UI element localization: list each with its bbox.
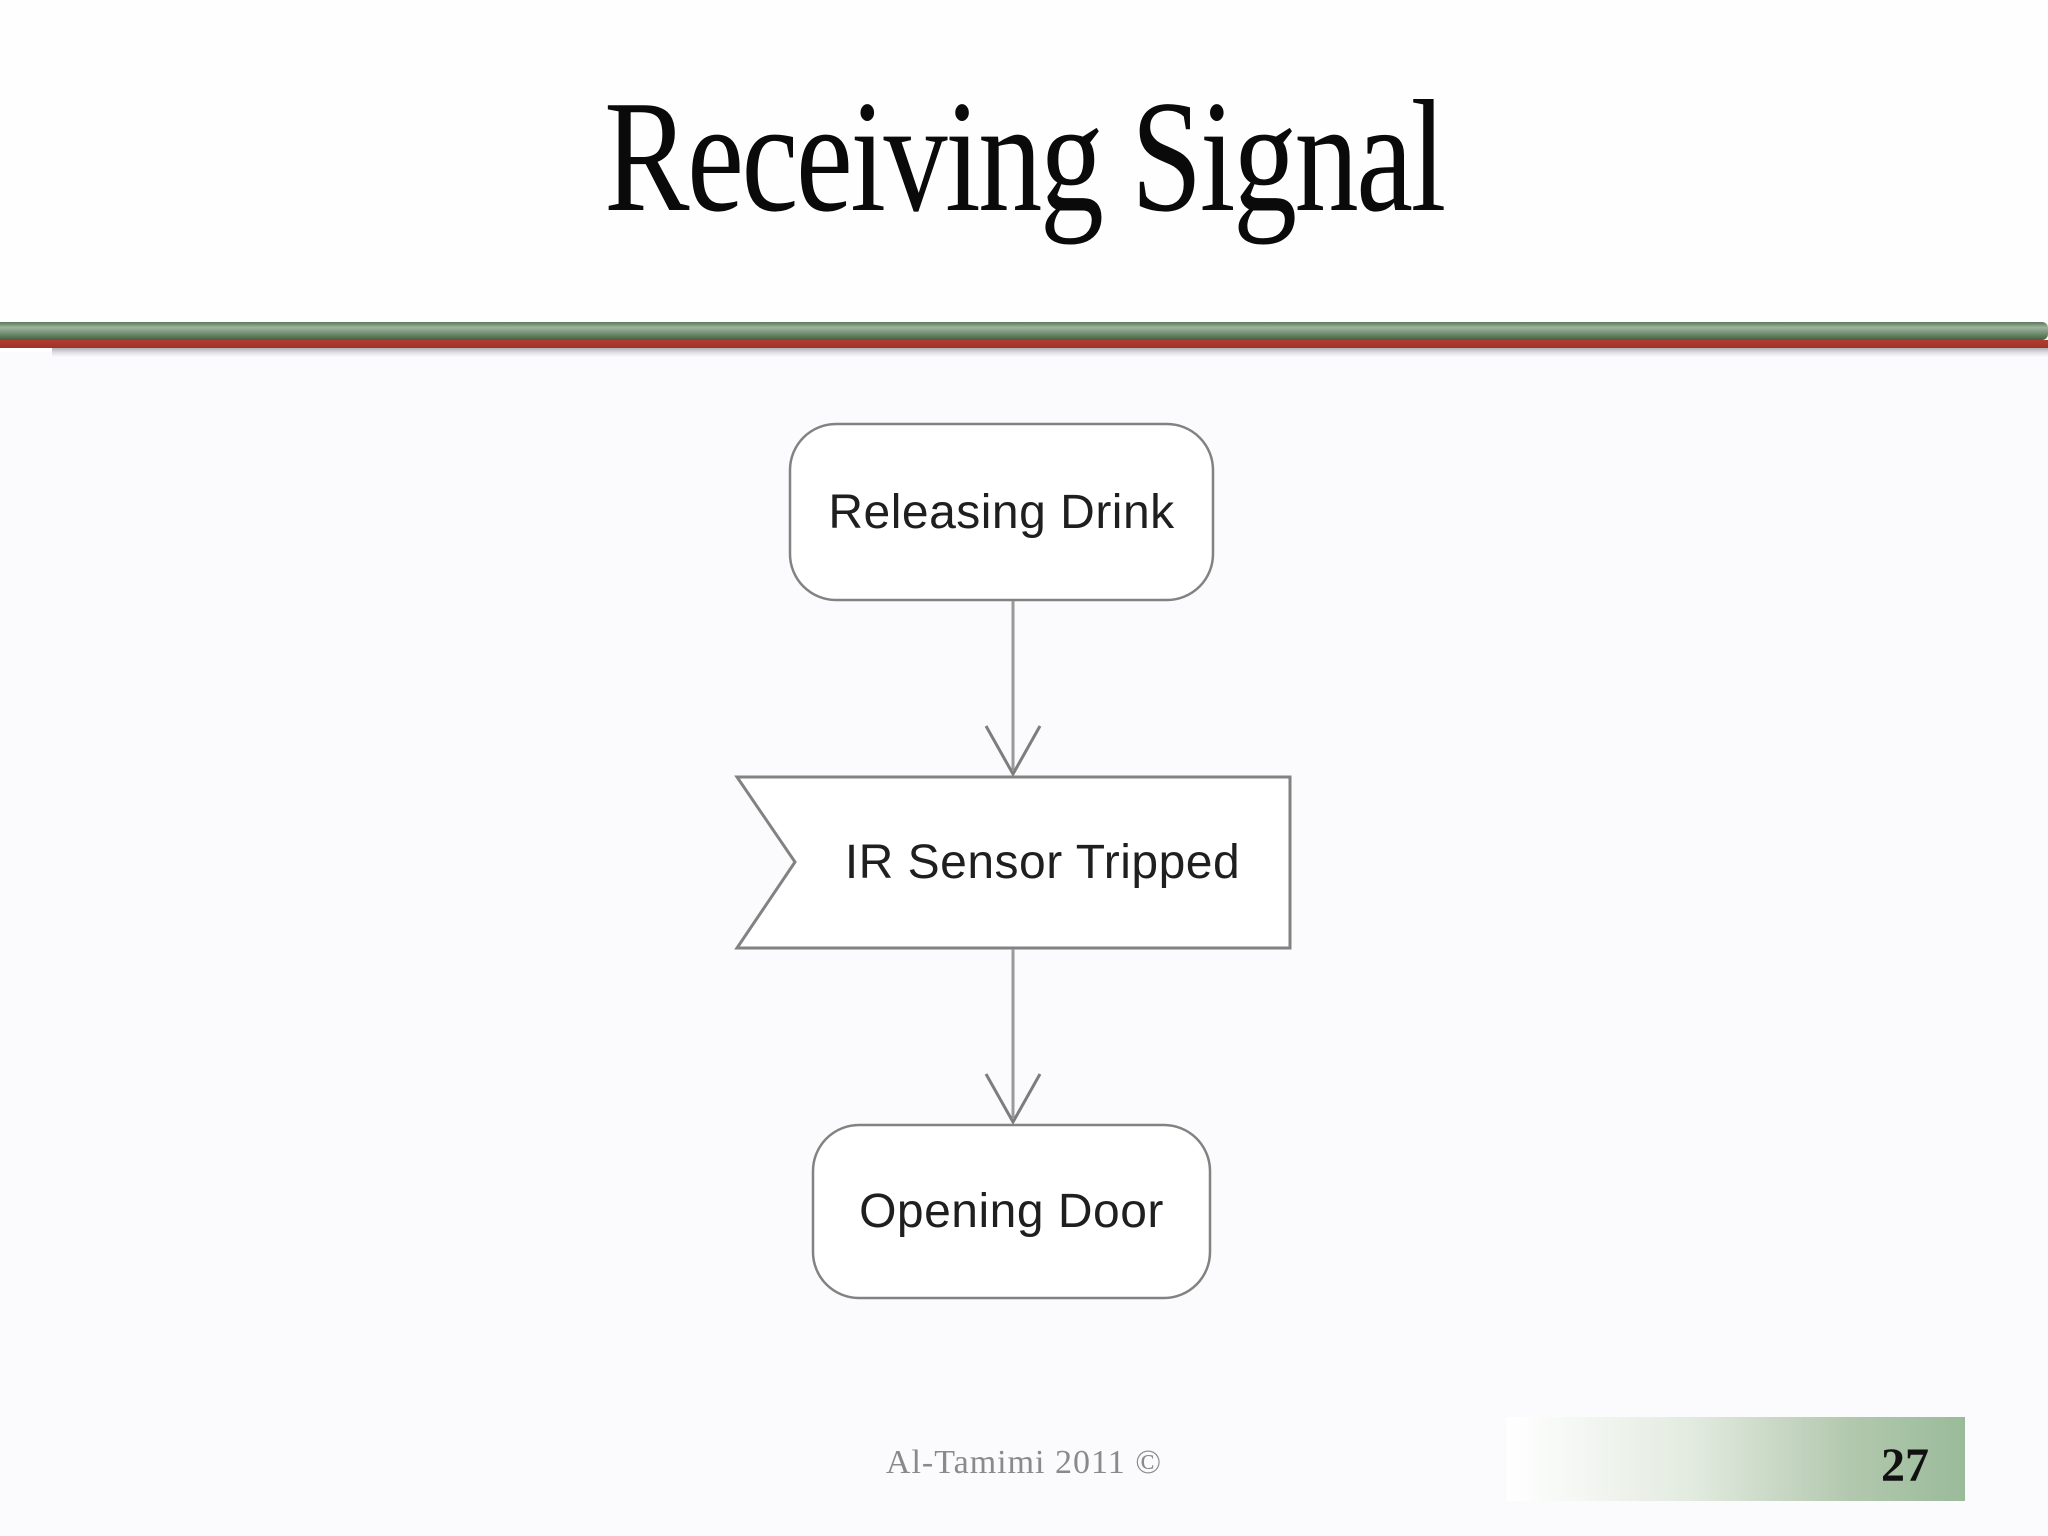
divider-red-bar	[0, 340, 2048, 348]
node-opening-door-shape	[811, 1123, 1212, 1300]
node-releasing-drink-shape	[788, 422, 1215, 602]
title-divider	[0, 322, 2048, 357]
page-number: 27	[1881, 1439, 1929, 1492]
node-ir-sensor-tripped-label: IR Sensor Tripped	[844, 836, 1241, 889]
divider-shadow	[52, 348, 2048, 357]
arrowhead-2-icon	[984, 1073, 1042, 1126]
divider-green-bar	[0, 322, 2048, 340]
arrowhead-1-icon	[984, 725, 1042, 778]
node-ir-sensor-tripped-shape	[734, 775, 1292, 950]
footer-credit: Al-Tamimi 2011 ©	[885, 1444, 1163, 1481]
slide-title: Receiving Signal	[604, 67, 1446, 245]
node-opening-door-label: Opening Door	[859, 1185, 1164, 1238]
page-number-box: 27	[1507, 1417, 1965, 1501]
node-releasing-drink-label: Releasing Drink	[828, 485, 1175, 539]
